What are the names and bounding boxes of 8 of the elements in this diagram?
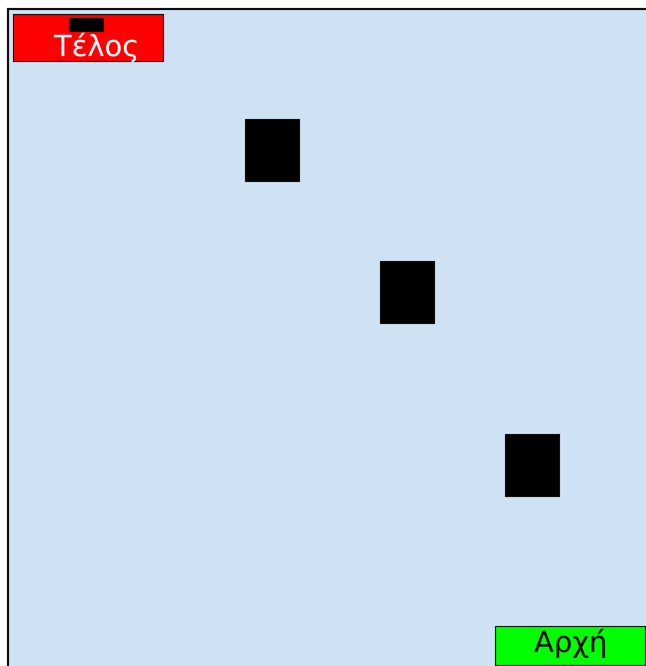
square-block (69, 18, 104, 32)
square-block (380, 261, 435, 324)
box-label: Αρχή (534, 625, 608, 659)
box-label: Τέλος (54, 29, 140, 63)
start-box (495, 626, 646, 666)
end-box (13, 14, 164, 62)
square-block (245, 119, 300, 182)
square-block (505, 434, 560, 497)
